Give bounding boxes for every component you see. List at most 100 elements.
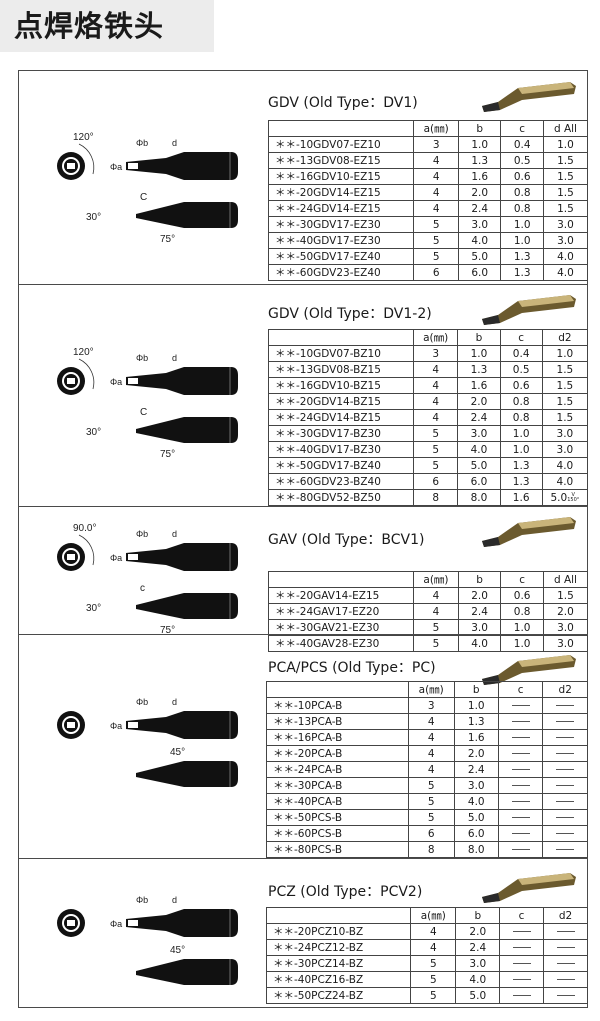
dimension-cell: 2.0 [455, 923, 501, 940]
model-number-cell: ＊＊-80GDV52-BZ50 [267, 489, 415, 506]
c-label: C [140, 192, 147, 203]
model-number-cell: ＊＊-24GAV17-EZ20 [267, 603, 415, 620]
dimension-cell: 1.0 [499, 425, 543, 442]
dimension-cell: 5 [413, 216, 459, 233]
dimension-cell: 4 [407, 713, 455, 730]
dimension-cell: 2.4 [457, 200, 502, 217]
model-number-cell: ＊＊-16PCA-B [266, 729, 409, 746]
empty-value-dash [556, 979, 575, 980]
dimension-cell: 5 [413, 248, 459, 265]
dimension-cell: 1.5 [541, 361, 589, 378]
dimension-cell: 3.0 [542, 635, 589, 652]
table-header-cell: c [497, 681, 544, 698]
dimension-cell: 1.3 [457, 152, 502, 169]
dimension-cell [542, 729, 588, 746]
dimension-cell: 4 [410, 939, 457, 956]
dimension-cell: 4.0 [453, 793, 499, 810]
model-number-cell: ＊＊-13GDV08-BZ15 [267, 361, 415, 378]
table-header-cell: c [500, 120, 544, 137]
model-number-cell: ＊＊-50PCS-B [266, 809, 409, 826]
empty-value-dash [556, 833, 575, 834]
dimension-cell [499, 971, 545, 988]
model-number-cell: ＊＊-30PCA-B [266, 777, 409, 794]
dimension-cell: 1.0 [457, 345, 501, 362]
dimension-cell: 2.0 [453, 745, 499, 762]
dimension-cell: 6 [407, 825, 455, 842]
dimension-cell: 6 [413, 264, 459, 281]
model-number-cell: ＊＊-40GAV28-EZ30 [267, 635, 415, 652]
dimension-cell: 1.6 [457, 377, 501, 394]
dimension-cell [499, 955, 545, 972]
dimension-cell: 0.8 [500, 184, 544, 201]
model-number-cell: ＊＊-20GDV14-EZ15 [267, 184, 415, 201]
dimension-cell: 4.0 [541, 473, 589, 490]
d-label: d [172, 529, 177, 539]
table-header-cell: a(㎜) [413, 329, 459, 346]
dimension-cell: 3.0 [453, 777, 499, 794]
dimension-cell: 5 [407, 809, 455, 826]
model-number-cell: ＊＊-80PCS-B [266, 841, 409, 858]
dimension-cell: 1.0 [500, 232, 544, 249]
model-number-cell: ＊＊-20GAV14-EZ15 [267, 587, 415, 604]
dimension-cell: 8.0 [457, 489, 501, 506]
dimension-cell: 0.6 [500, 587, 544, 604]
front-view [57, 711, 85, 739]
empty-value-dash [512, 979, 531, 980]
angle-side-label: 30° [86, 427, 101, 438]
section-title: GDV (Old Type：DV1-2) [268, 306, 432, 322]
dimension-cell: 6.0 [457, 473, 501, 490]
table-header-cell: d All [542, 571, 589, 588]
dimension-cell [543, 971, 588, 988]
dimension-cell: 4 [413, 184, 459, 201]
phi-b-label: Φb [136, 353, 148, 363]
dimension-cell: 1.3 [453, 713, 499, 730]
empty-value-dash [512, 947, 531, 948]
tip-photo-icon [482, 295, 576, 325]
dimension-cell: 6.0 [453, 825, 499, 842]
dimension-cell [542, 713, 588, 730]
dimension-cell [499, 987, 545, 1004]
empty-value-dash [556, 785, 575, 786]
model-number-cell: ＊＊-50PCZ24-BZ [265, 987, 412, 1004]
dimension-cell: 4 [407, 729, 455, 746]
dimension-cell: 2.0 [457, 393, 501, 410]
dimension-cell: 4 [410, 923, 457, 940]
dimension-cell [543, 955, 588, 972]
empty-value-dash [511, 817, 530, 818]
d-label: d [172, 697, 177, 707]
empty-value-dash [556, 849, 575, 850]
dimension-cell: 4.0 [457, 232, 502, 249]
dimension-cell: 4 [413, 377, 459, 394]
empty-value-dash [556, 931, 575, 932]
dimension-cell: 0.5 [500, 152, 544, 169]
model-number-cell: ＊＊-60GDV23-BZ40 [267, 473, 415, 490]
dimension-cell: 1.0 [457, 136, 502, 153]
dimension-cell: 1.0 [542, 136, 589, 153]
dimension-cell: 2.0 [457, 184, 502, 201]
dimension-cell: 4.0 [457, 635, 502, 652]
dimension-cell: 4 [413, 393, 459, 410]
phi-a-label: Φa [110, 919, 122, 929]
model-number-cell: ＊＊-50GDV17-EZ40 [267, 248, 415, 265]
dimension-cell: 3 [413, 345, 459, 362]
empty-value-dash [511, 801, 530, 802]
empty-value-dash [511, 753, 530, 754]
tip-angle-view [136, 202, 238, 228]
dimension-cell: 5.0 [453, 809, 499, 826]
dimension-cell [542, 745, 588, 762]
angle-note-bottom: 150° [567, 496, 580, 503]
